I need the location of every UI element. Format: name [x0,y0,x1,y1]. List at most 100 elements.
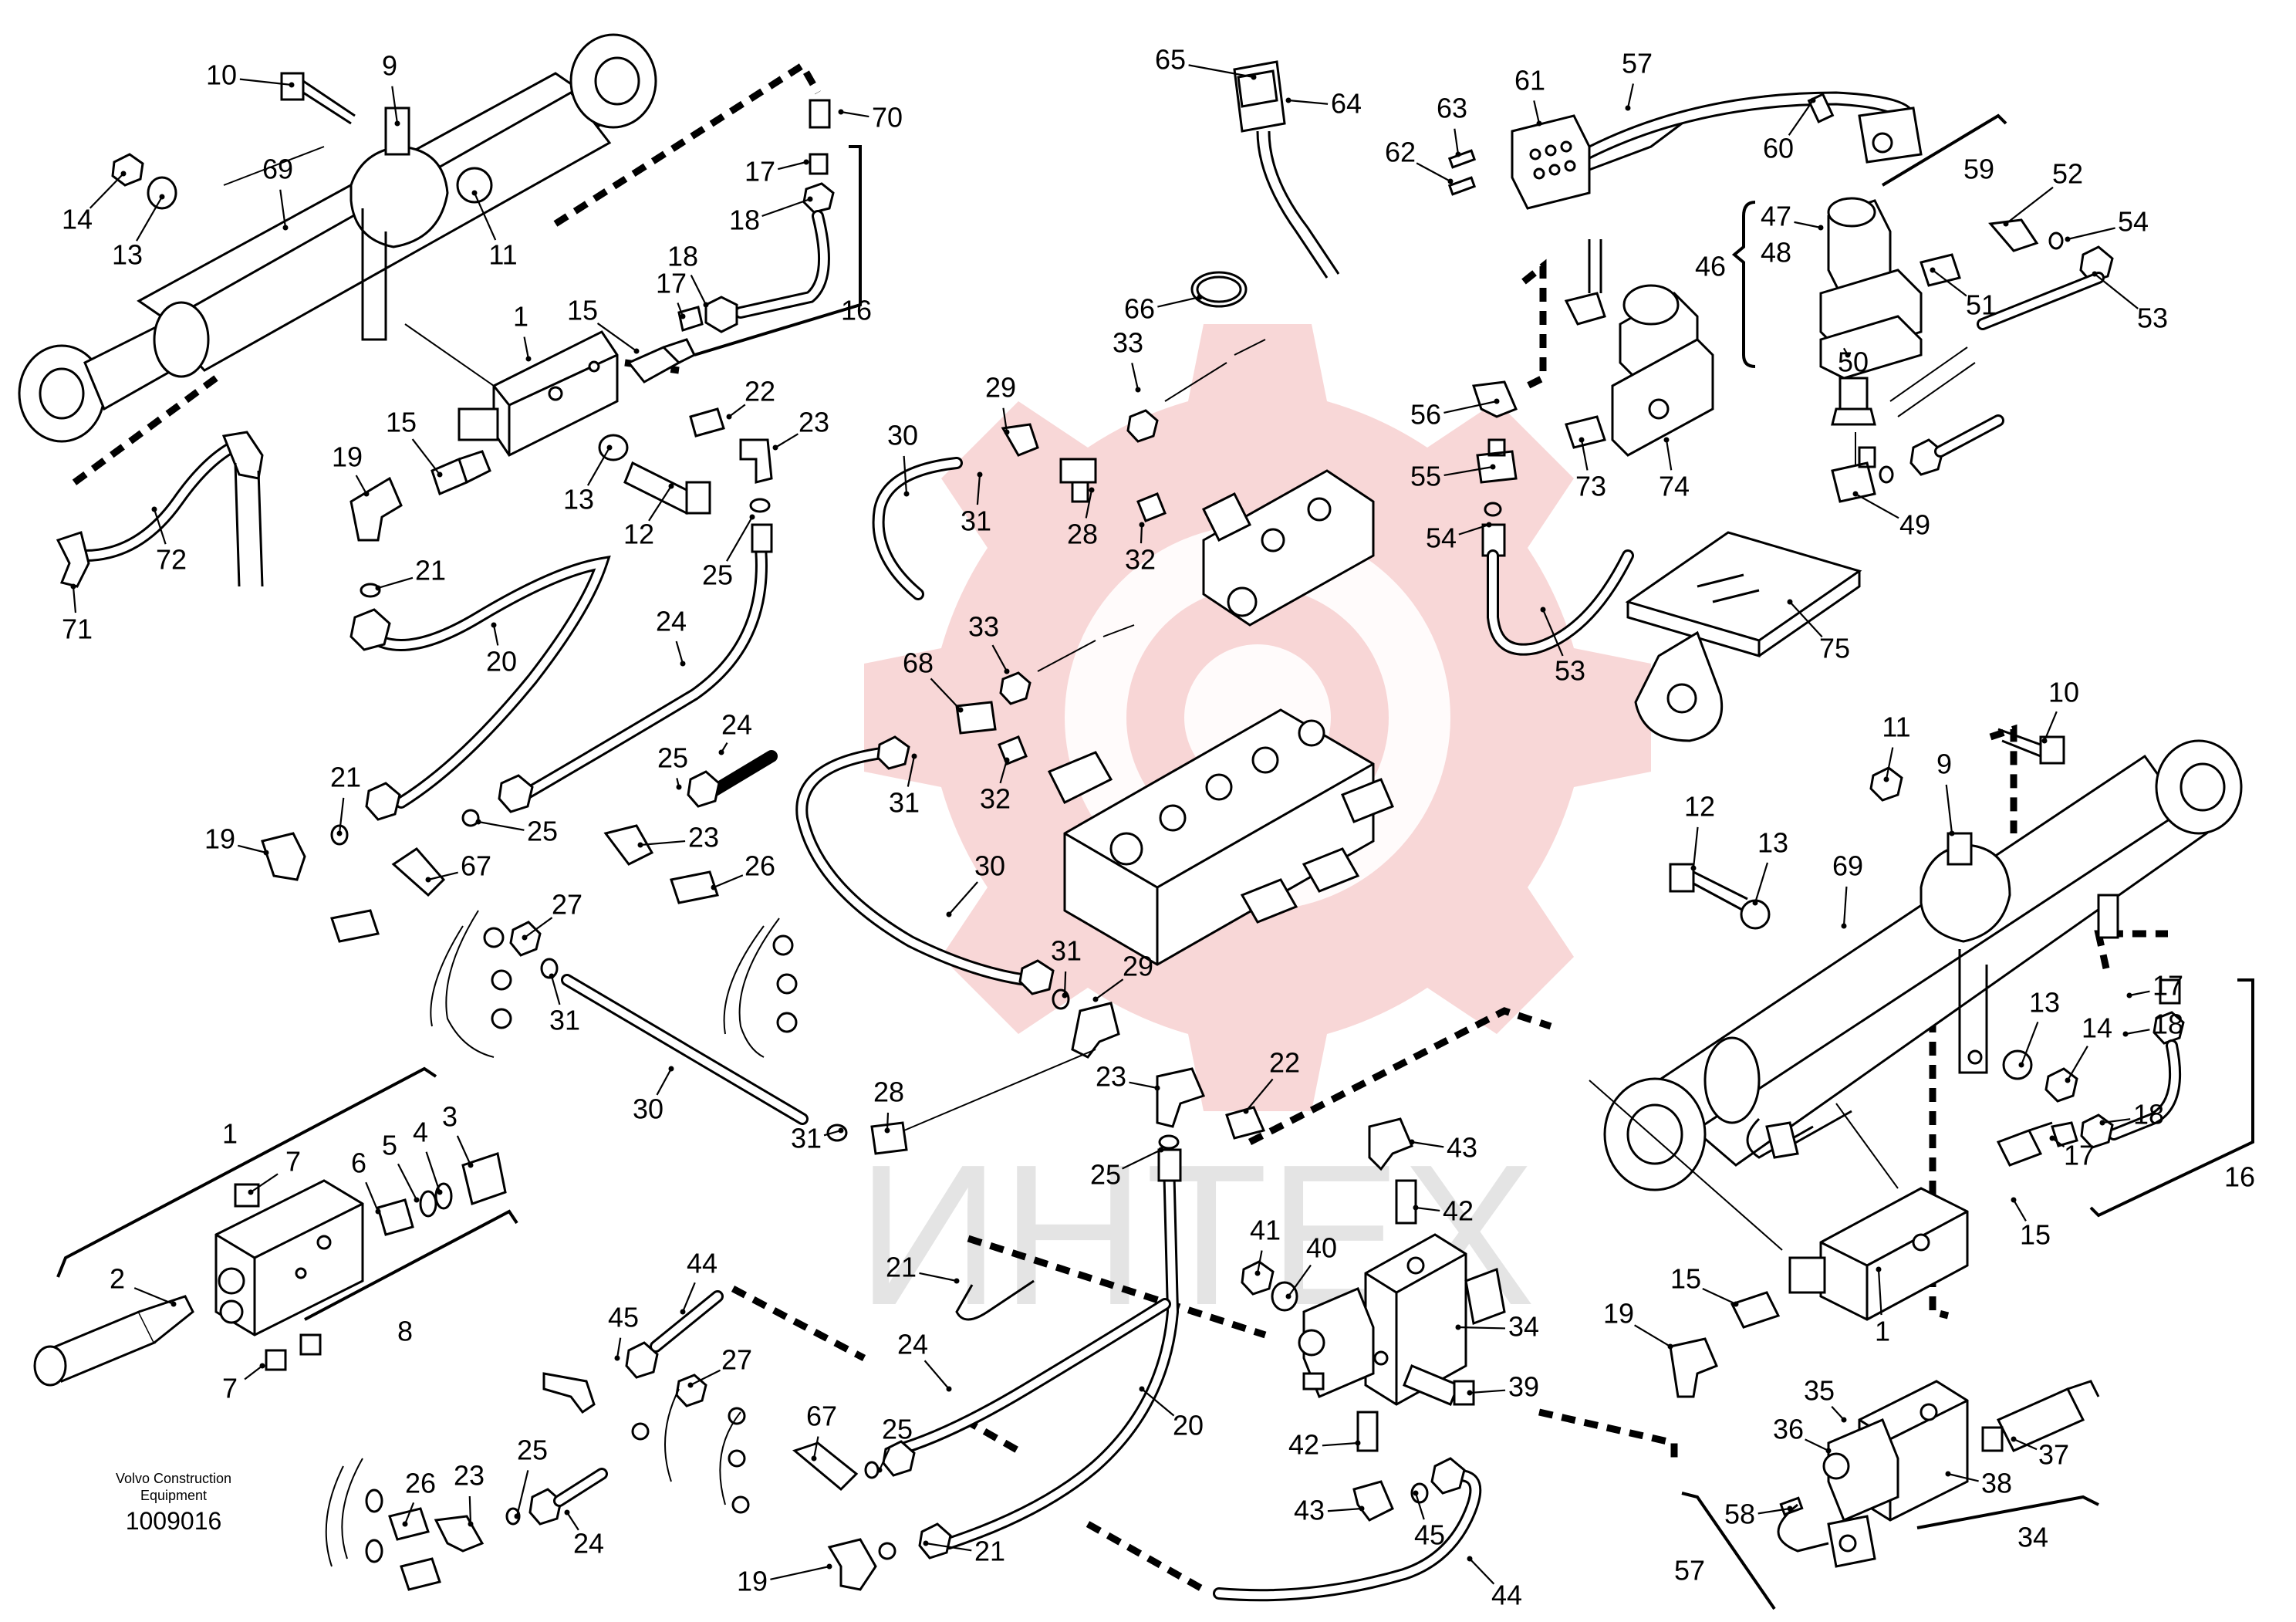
callout-dot-c11b [1883,776,1889,782]
leader-cyl-upper [1589,1080,1783,1251]
callout-leader-c4 [425,1151,441,1193]
plug-3 [461,1152,507,1205]
oring-45-lower [1410,1482,1429,1504]
callout-leader-c19a [355,475,367,495]
callout-dot-c4 [437,1189,443,1195]
callout-dot-c60 [1810,97,1816,103]
cable-64 [1256,130,1340,279]
callout-dot-c27a [522,934,528,941]
callout-label-c69b: 69 [1832,850,1863,882]
callout-leader-c61 [1533,100,1541,124]
callout-label-c70: 70 [872,102,903,133]
fitting-17-right-a [2159,978,2181,1005]
callout-dot-c52 [2003,221,2009,227]
bracket-46 [1731,201,1756,368]
callout-label-c25d: 25 [1090,1159,1121,1191]
callout-label-c23b: 23 [688,822,719,853]
callout-dot-c39 [1467,1390,1473,1396]
solenoid-valve-74 [1611,284,1714,457]
callout-label-c72: 72 [156,544,187,576]
callout-dot-c74 [1663,437,1670,443]
callout-dot-c57a [1625,105,1631,111]
callout-leader-c20a [492,624,499,646]
callout-dot-c27b [687,1382,694,1388]
fitting-18-right-a [2152,1011,2185,1045]
sensor-37 [1981,1380,2100,1452]
callout-label-c12a: 12 [623,519,654,550]
fitting-70 [809,99,831,129]
callout-dot-c71 [70,583,76,590]
callout-leader-c15d [1702,1288,1737,1305]
callout-label-c7a: 7 [285,1146,301,1178]
callout-label-c15a: 15 [567,295,598,326]
fitting-44-lower-end [1430,1457,1466,1495]
callout-dot-c15d [1733,1301,1739,1307]
callout-leader-c65 [1188,64,1254,79]
callout-label-c6: 6 [351,1147,366,1179]
callout-dot-c45b [614,1355,620,1361]
callout-label-c48: 48 [1761,237,1791,269]
dashed-line-1 [553,60,821,227]
callout-dot-c30a [668,1066,674,1072]
callout-label-c1a: 1 [513,301,528,333]
callout-dot-c33a [1004,668,1010,674]
callout-leader-c25f [515,1470,529,1517]
callout-leader-c13b [586,447,610,486]
callout-label-c53a: 53 [2137,302,2168,334]
callout-leader-c15c [2013,1199,2027,1222]
oring-21-left [330,824,349,846]
bracket-1-lower-left [56,1066,437,1278]
callout-label-c74: 74 [1659,471,1690,502]
callout-label-c18c: 18 [2152,1009,2183,1040]
callout-label-c35: 35 [1804,1375,1835,1407]
callout-leader-c3 [456,1135,472,1166]
callout-label-c24c: 24 [897,1329,928,1360]
callout-leader-c31a [550,975,561,1005]
leader-valve-block-right [1835,1103,1899,1189]
callout-label-c57a: 57 [1622,48,1653,79]
coil-59 [1858,106,1923,164]
callout-dot-c13d [2018,1062,2024,1068]
callout-label-c32b: 32 [1125,544,1156,576]
callout-label-c28a: 28 [873,1076,904,1108]
callout-label-c66: 66 [1124,293,1155,325]
callout-leader-c31d [907,755,916,787]
callout-leader-c12a [648,485,672,522]
bolt-10-upper [280,72,356,125]
callout-label-c12b: 12 [1684,791,1715,823]
fitting-24-far-left [528,1488,562,1526]
callout-leader-c58 [1757,1507,1791,1515]
callout-dot-c41 [1254,1270,1261,1276]
bracket-16-upper [694,145,862,357]
fitting-right-drain [2097,894,2119,939]
callout-label-c21a: 21 [415,555,446,586]
plug-7-bottom-a [265,1349,287,1371]
callout-leader-c45a [1414,1492,1425,1520]
callout-label-c15b: 15 [386,407,417,438]
callout-dot-c31c [1062,992,1068,999]
fitting-50 [1831,377,1876,426]
callout-label-c42a: 42 [1443,1195,1474,1227]
callout-leader-c39 [1469,1389,1506,1394]
callout-label-c27a: 27 [552,889,582,921]
callout-dot-c36 [1825,1448,1832,1454]
callout-leader-c2 [133,1287,174,1306]
callout-dot-c64 [1285,97,1292,103]
callout-dot-c32b [1139,522,1145,528]
callout-label-c17b: 17 [656,268,687,299]
connector-61 [1511,114,1591,210]
callout-dot-c23b [637,842,643,848]
elbow-23-upper [739,438,773,484]
callout-label-c1b: 1 [1875,1316,1890,1347]
callout-dot-c19d [826,1563,832,1570]
callout-dot-c42a [1413,1205,1419,1211]
callout-leader-c35 [1831,1405,1845,1421]
fitting-67-upper [391,847,446,897]
callout-label-c21d: 21 [974,1536,1005,1567]
callout-leader-c13c [1754,862,1769,904]
callout-dot-c31a [549,973,555,979]
fitting-45-upper [625,1341,659,1379]
fitting-20-upper-end [349,608,391,651]
callout-label-c73: 73 [1575,471,1606,502]
fitting-18-upper-b [704,296,738,333]
